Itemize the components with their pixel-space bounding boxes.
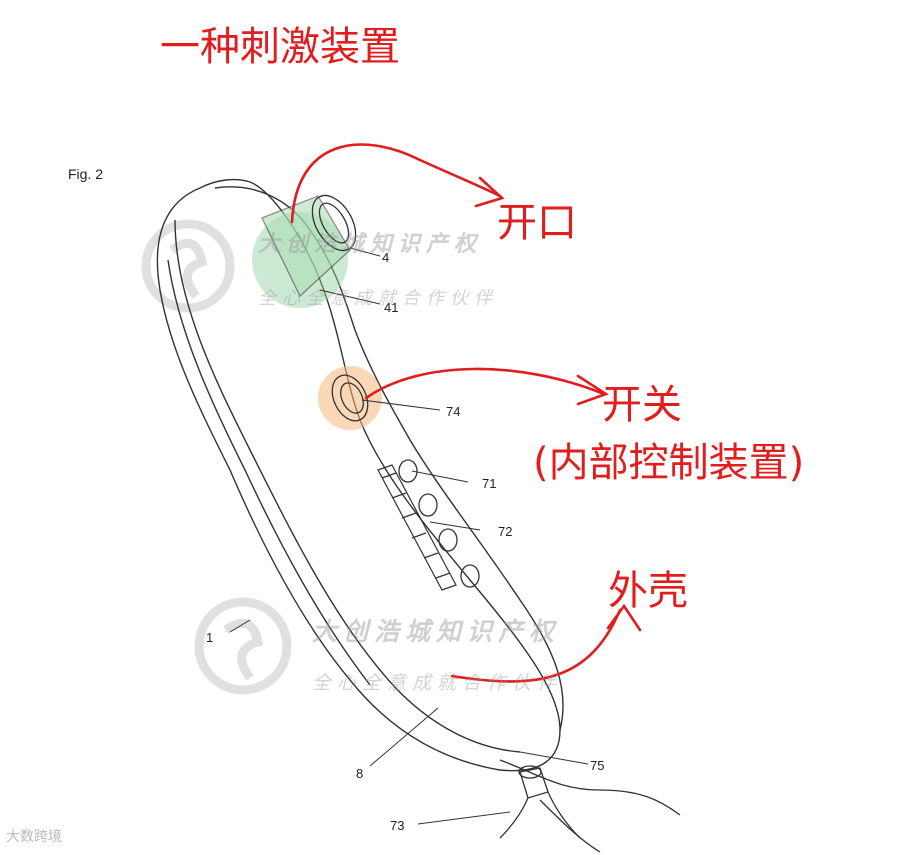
ref-numeral-72: 72: [498, 524, 513, 539]
ref-numeral-75: 75: [590, 758, 605, 773]
watermark-logo: [141, 219, 235, 313]
cable-connector: [499, 759, 681, 853]
watermark-company: 大创浩城知识产权: [258, 231, 483, 257]
page-title: 一种刺激装置: [160, 24, 400, 70]
ref-numeral-41: 41: [384, 300, 399, 315]
figure-label: Fig. 2: [68, 166, 104, 182]
ref-numeral-4: 4: [382, 250, 390, 265]
control-strip: [377, 464, 457, 591]
watermark-slogan: 全心全意成就合作伙伴: [312, 672, 563, 694]
leader-lines: [229, 247, 589, 825]
annotation-switch: 开关: [602, 382, 682, 428]
annotation-shell: 外壳: [608, 568, 688, 614]
corner-watermark: 大数跨境: [6, 829, 62, 845]
annotation-opening: 开口: [497, 200, 577, 246]
ref-numeral-8: 8: [356, 766, 364, 781]
annotation-arrows: [290, 143, 642, 683]
switch-button: [331, 374, 369, 422]
watermark-company: 大创浩城知识产权: [312, 617, 561, 646]
ref-numeral-73: 73: [390, 818, 405, 833]
ref-numeral-74: 74: [446, 404, 461, 419]
control-buttons: [398, 459, 480, 588]
annotation-internal-control: (内部控制装置): [533, 440, 805, 486]
watermark-slogan: 全心全意成就合作伙伴: [258, 288, 498, 309]
ref-numeral-71: 71: [482, 476, 497, 491]
ref-numeral-1: 1: [206, 630, 214, 645]
opening-nozzle: [261, 194, 357, 298]
watermark-logo: [194, 597, 292, 695]
